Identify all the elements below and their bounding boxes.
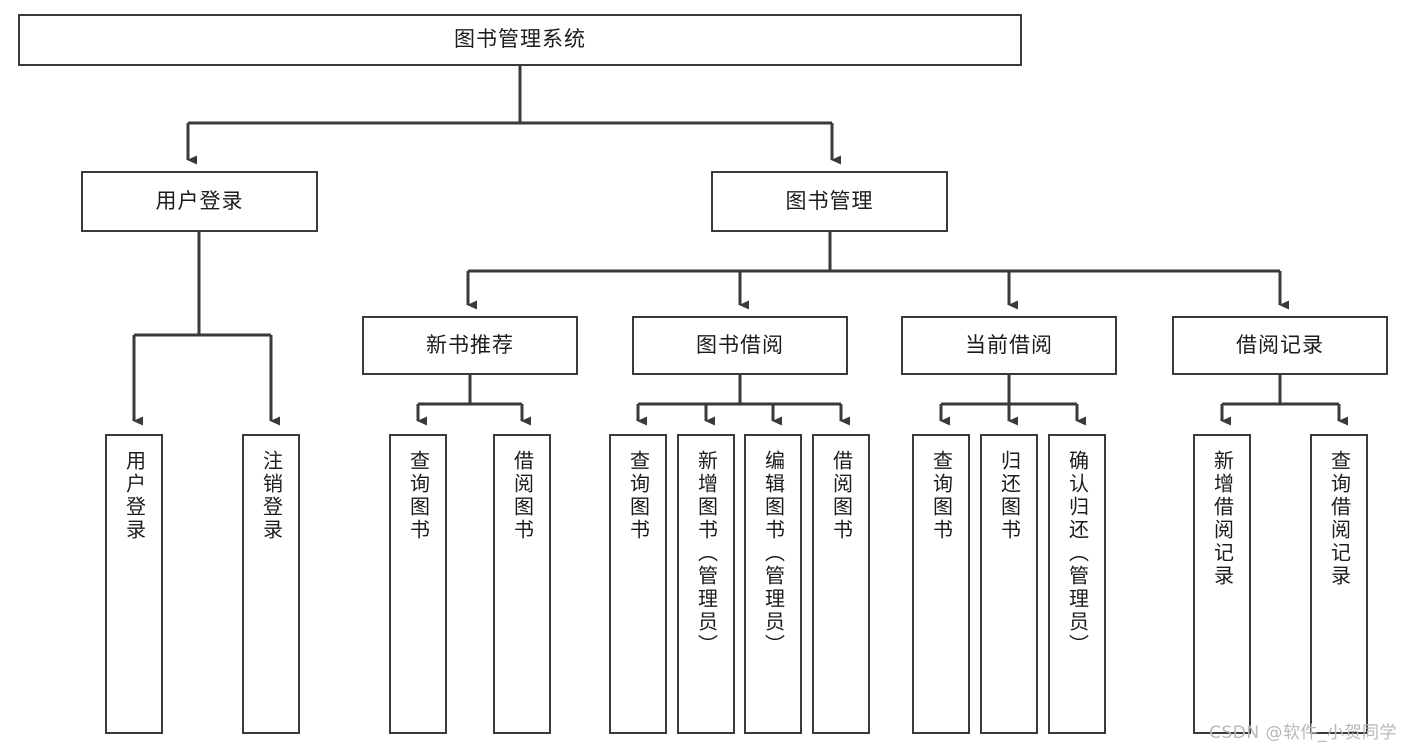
leaf-current-borrow-query-book[interactable]: 查询图书 bbox=[912, 434, 970, 734]
leaf-new-book-query-book[interactable]: 查询图书 bbox=[389, 434, 447, 734]
leaf-borrow-record-query-record[interactable]: 查询借阅记录 bbox=[1310, 434, 1368, 734]
node-current-borrowing[interactable]: 当前借阅 bbox=[901, 316, 1117, 375]
node-label: 新书推荐 bbox=[426, 332, 514, 357]
node-label: 编辑图书（管理员） bbox=[761, 450, 786, 657]
node-label: 确认归还（管理员） bbox=[1065, 450, 1090, 657]
node-label: 归还图书 bbox=[997, 450, 1022, 542]
node-book-management[interactable]: 图书管理 bbox=[711, 171, 948, 232]
node-label: 图书借阅 bbox=[696, 332, 784, 357]
node-label: 注销登录 bbox=[259, 450, 284, 542]
node-label: 查询借阅记录 bbox=[1327, 450, 1352, 588]
node-label: 借阅记录 bbox=[1236, 332, 1324, 357]
node-new-book-recommendation[interactable]: 新书推荐 bbox=[362, 316, 578, 375]
node-label: 图书管理系统 bbox=[454, 27, 586, 52]
leaf-book-borrow-edit-book-admin[interactable]: 编辑图书（管理员） bbox=[744, 434, 802, 734]
node-root-book-management-system[interactable]: 图书管理系统 bbox=[18, 14, 1022, 66]
node-borrowing-record[interactable]: 借阅记录 bbox=[1172, 316, 1388, 375]
node-label: 当前借阅 bbox=[965, 332, 1053, 357]
leaf-new-book-borrow-book[interactable]: 借阅图书 bbox=[493, 434, 551, 734]
leaf-user-login-logout[interactable]: 注销登录 bbox=[242, 434, 300, 734]
leaf-user-login-login[interactable]: 用户登录 bbox=[105, 434, 163, 734]
node-user-login[interactable]: 用户登录 bbox=[81, 171, 318, 232]
leaf-book-borrow-query-book[interactable]: 查询图书 bbox=[609, 434, 667, 734]
leaf-book-borrow-add-book-admin[interactable]: 新增图书（管理员） bbox=[677, 434, 735, 734]
node-label: 用户登录 bbox=[122, 450, 147, 542]
node-label: 查询图书 bbox=[929, 450, 954, 542]
leaf-borrow-record-add-record[interactable]: 新增借阅记录 bbox=[1193, 434, 1251, 734]
leaf-current-borrow-confirm-return-admin[interactable]: 确认归还（管理员） bbox=[1048, 434, 1106, 734]
node-label: 查询图书 bbox=[406, 450, 431, 542]
node-label: 新增图书（管理员） bbox=[694, 450, 719, 657]
node-label: 借阅图书 bbox=[829, 450, 854, 542]
node-label: 新增借阅记录 bbox=[1210, 450, 1235, 588]
leaf-current-borrow-return-book[interactable]: 归还图书 bbox=[980, 434, 1038, 734]
node-label: 用户登录 bbox=[155, 188, 244, 213]
node-label: 查询图书 bbox=[626, 450, 651, 542]
leaf-book-borrow-borrow-book[interactable]: 借阅图书 bbox=[812, 434, 870, 734]
node-book-borrowing[interactable]: 图书借阅 bbox=[632, 316, 848, 375]
node-label: 借阅图书 bbox=[510, 450, 535, 542]
node-label: 图书管理 bbox=[785, 188, 874, 213]
